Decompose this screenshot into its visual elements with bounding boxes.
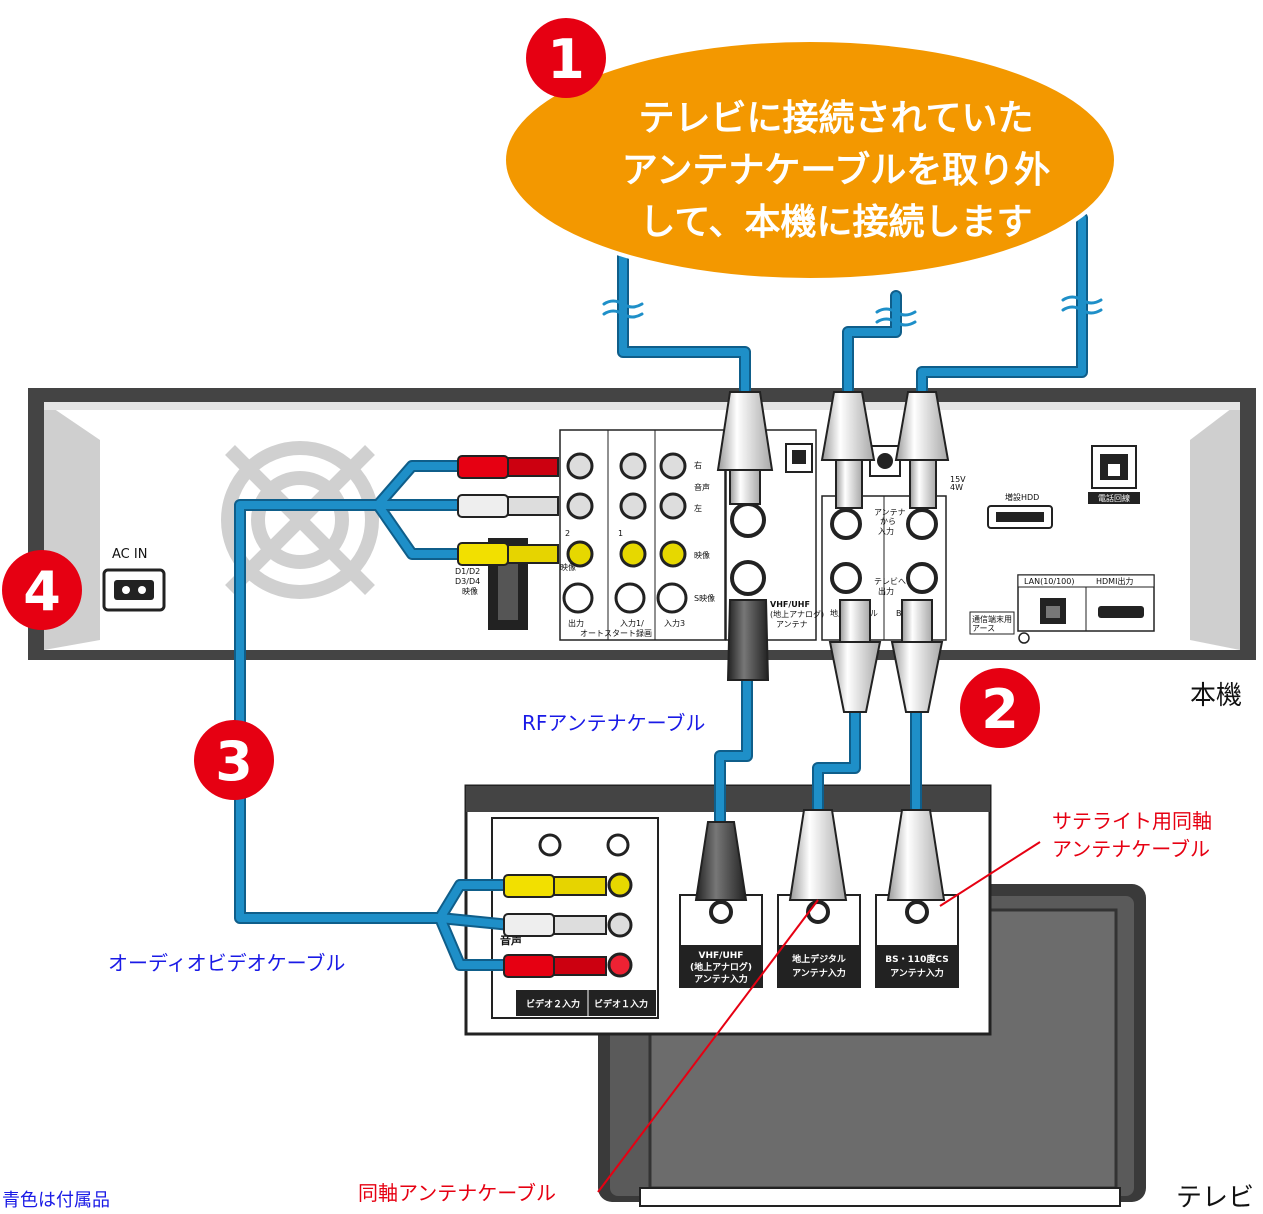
tv-digital-label-1: 地上デジタル	[792, 953, 846, 965]
d-terminal-label-3: 映像	[462, 586, 478, 596]
cables	[234, 212, 1103, 971]
satellite-cable-label-1: サテライト用同軸	[1052, 809, 1212, 833]
lan-label: LAN(10/100)	[1024, 577, 1074, 586]
tv-vhf-label-2: (地上アナログ)	[690, 961, 752, 973]
svg-text:1: 1	[547, 28, 585, 91]
antenna-in-label-2: から	[880, 517, 896, 526]
rf-cable-label: RFアンテナケーブル	[522, 711, 705, 735]
step-badge-2: 2	[960, 668, 1040, 748]
coax-cable-label: 同軸アンテナケーブル	[358, 1181, 556, 1205]
accessory-note: 青色は付属品	[2, 1190, 110, 1211]
recorder-vhf-label-3: アンテナ	[776, 620, 808, 629]
bubble-line-2: アンテナケーブルを取り外	[622, 149, 1050, 191]
column-2-label: 2	[565, 529, 570, 538]
audio-right-label: 右	[694, 460, 702, 470]
recorder-vhf-label-1: VHF/UHF	[770, 600, 810, 609]
connectors	[457, 391, 950, 978]
d-terminal-label-2: D3/D4	[455, 577, 480, 586]
audio-left-label: 左	[694, 503, 702, 513]
bubble-line-3: して、本機に接続します	[639, 202, 1032, 243]
video-label: 映像	[694, 550, 710, 560]
ac-in-label: AC IN	[112, 547, 147, 562]
tv-video2-label: ビデオ２入力	[526, 998, 580, 1010]
power-label-1: 15V	[950, 475, 966, 484]
step-badge-3: 3	[194, 720, 274, 800]
power-label-2: 4W	[950, 483, 963, 492]
step-badge-1: 1	[526, 18, 606, 98]
ground-label-1: 通信端末用	[972, 614, 1012, 624]
antenna-in-label-1: アンテナ	[874, 508, 906, 517]
autostart-label: オートスタート録画	[580, 628, 652, 638]
tv-digital-label-2: アンテナ入力	[792, 967, 846, 979]
recorder-body: AC IN 右 音声 左 映像 S映像 1 2 映像 出力	[28, 388, 1256, 660]
phone-line-label: 電話回線	[1098, 493, 1130, 503]
to-tv-label-1: テレビへ	[874, 577, 906, 586]
av-cable-label: オーディオビデオケーブル	[108, 951, 345, 975]
tv-video1-label: ビデオ１入力	[594, 998, 648, 1010]
antenna-in-label-3: 入力	[878, 526, 894, 536]
ground-label-2: アース	[972, 624, 995, 633]
d-terminal-label-1: D1/D2	[455, 567, 480, 576]
fan-icon	[221, 441, 379, 599]
hdd-label: 増設HDD	[1005, 492, 1039, 502]
input1-label: 入力1/	[620, 618, 644, 628]
column-1-label: 1	[618, 529, 623, 538]
input3-label: 入力3	[664, 618, 685, 628]
tv-vhf-label-3: アンテナ入力	[694, 973, 748, 985]
svg-text:4: 4	[23, 560, 61, 623]
tv-vhf-label-1: VHF/UHF	[699, 951, 744, 961]
tv-label: テレビ	[1176, 1183, 1254, 1213]
output-label: 出力	[568, 618, 584, 628]
audio-group-label: 音声	[694, 482, 710, 492]
recorder-vhf-label-2: (地上アナログ)	[770, 609, 824, 619]
tv-bs-label-2: アンテナ入力	[890, 967, 944, 979]
to-tv-label-2: 出力	[878, 586, 894, 596]
satellite-cable-label-2: アンテナケーブル	[1052, 837, 1210, 861]
hdmi-label: HDMI出力	[1096, 576, 1133, 586]
coax-pointer-line	[597, 899, 819, 1193]
bubble-line-1: テレビに接続されていた	[639, 98, 1034, 139]
recorder-label: 本機	[1190, 681, 1242, 711]
s2-video-label: 映像	[560, 562, 576, 572]
s-video-label: S映像	[694, 593, 715, 603]
svg-text:3: 3	[215, 730, 253, 793]
satellite-pointer-line	[939, 841, 1041, 907]
step-badge-4: 4	[2, 550, 82, 630]
svg-text:2: 2	[981, 678, 1019, 741]
tv-bs-label-1: BS・110度CS	[885, 953, 948, 965]
callout-bubble: テレビに接続されていた アンテナケーブルを取り外 して、本機に接続します	[502, 38, 1118, 282]
